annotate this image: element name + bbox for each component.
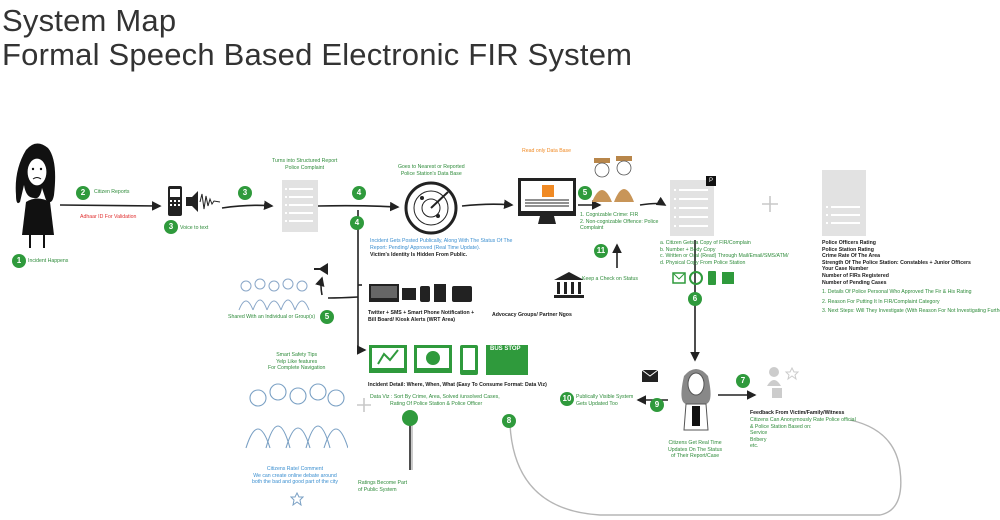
arrow-to-shared <box>327 296 359 299</box>
feedback-title: Feedback From Victim/Family/Witness <box>750 410 845 416</box>
arrow-police-to-copy <box>639 196 667 206</box>
location-pin-marker <box>402 410 418 426</box>
step-badge-5b: 5 <box>320 310 334 324</box>
fir-copy-document-icon <box>670 180 714 236</box>
group-crowd-icon <box>238 278 310 311</box>
read-only-database-monitor-icon <box>518 178 576 224</box>
step-badge-9: 9 <box>650 398 664 412</box>
police-badge-icon: P <box>706 176 716 186</box>
read-only-database-label: Read only Data Base <box>522 148 572 154</box>
title-line-2: Formal Speech Based Electronic FIR Syste… <box>2 37 633 72</box>
arrow-incident-to-phone <box>59 201 162 211</box>
step-badge-1: 1 <box>12 254 26 268</box>
police-officers-icon <box>592 156 634 202</box>
advocacy-groups-label: Advocacy Groups/ Partner Ngos <box>492 312 572 318</box>
citizen-reports-label: Citizen Reports <box>94 189 130 195</box>
incident-detail-label: Incident Detail: Where, When, What (Easy… <box>368 382 547 388</box>
arrow-report-to-radar <box>317 201 400 212</box>
identity-hidden-label: Victim's Identity Is Hidden From Public. <box>370 252 468 258</box>
megaphone-icon <box>314 263 328 275</box>
incident-happens-label: Incident Happens <box>28 258 69 264</box>
keep-check-status-label: Keep a Check on Status <box>582 276 638 282</box>
step-badge-11: 11 <box>594 244 608 258</box>
aadhar-validation-label: Adhaar ID For Validation <box>80 214 137 220</box>
data-viz-label: Data Viz : Sort By Crime, Area, Solved /… <box>370 394 500 407</box>
feedback-lines: Citizens Can Anonymously Rate Police off… <box>750 417 856 450</box>
arrow-phone-to-report <box>221 200 274 211</box>
feedback-loop-line <box>509 419 902 516</box>
step-badge-3b: 3 <box>238 186 252 200</box>
citizen-updates-figure-icon <box>681 369 711 431</box>
step-badge-2: 2 <box>76 186 90 200</box>
bus-stop-label: BUS STOP <box>490 346 521 352</box>
step-badge-8: 8 <box>502 414 516 428</box>
star-icon <box>290 492 304 506</box>
notification-channel-icons <box>672 271 734 285</box>
victim-figure-icon <box>15 143 56 248</box>
arrow-radar-to-db <box>461 199 514 210</box>
shared-with-label: Shared With an Individual or Group(s) <box>228 314 316 320</box>
step-badge-7: 7 <box>736 374 750 388</box>
rating-card-icon <box>822 170 866 236</box>
citizens-crowd-icon <box>245 383 348 449</box>
court-building-icon <box>554 272 584 298</box>
title-line-1: System Map <box>2 3 177 38</box>
phone-voice-icon <box>168 186 221 216</box>
step-badge-4b: 4 <box>350 216 364 230</box>
details-list: 1. Details Of Police Personal Who Approv… <box>822 289 1000 314</box>
channels-label: Twitter + SMS + Smart Phone Notification… <box>368 310 475 323</box>
step-badge-6: 6 <box>688 292 702 306</box>
data-viz-screens-icon <box>369 345 528 375</box>
step-badge-4: 4 <box>352 186 366 200</box>
voice-to-text-label: Voice to text <box>180 225 209 231</box>
radar-database-icon <box>404 181 458 235</box>
step-badge-5: 5 <box>578 186 592 200</box>
step-badge-10: 10 <box>560 392 574 406</box>
structured-report-icon <box>282 180 318 232</box>
feedback-rating-icons <box>767 366 800 398</box>
posted-publicly-label: Incident Gets Posted Publically, Along W… <box>370 238 513 251</box>
device-channels-icons <box>369 284 472 302</box>
arrow-alert-up <box>315 276 325 296</box>
step-badge-3: 3 <box>164 220 178 234</box>
page-title: System Map Formal Speech Based Electroni… <box>2 4 632 72</box>
mail-notification-icon <box>641 369 659 382</box>
